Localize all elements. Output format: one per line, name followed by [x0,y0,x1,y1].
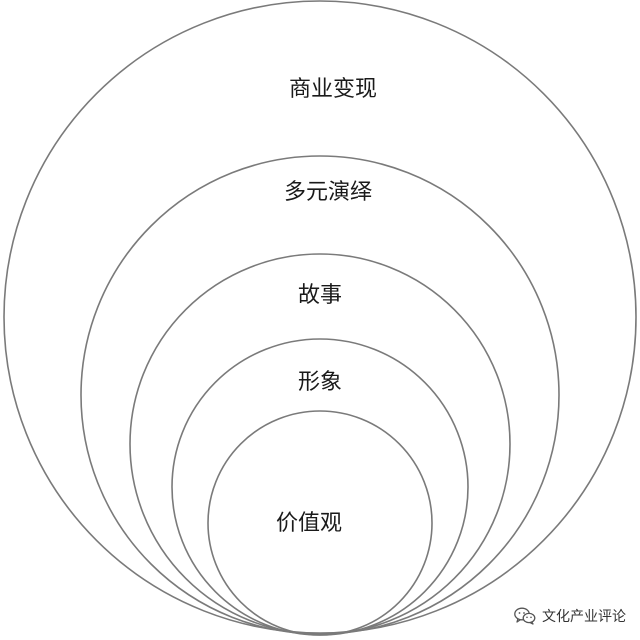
watermark-text: 文化产业评论 [542,609,626,625]
label-image: 形象 [298,370,342,395]
label-values: 价值观 [276,511,342,536]
label-story: 故事 [298,283,342,308]
wechat-icon [514,607,536,625]
ring-story [129,253,511,635]
ring-values [207,410,433,636]
ring-diverse-interpretation [80,155,560,635]
label-diverse-interpretation: 多元演绎 [284,180,372,205]
watermark: 文化产业评论 [514,606,626,626]
label-commercial-monetization: 商业变现 [289,77,377,102]
ring-commercial-monetization [3,0,637,634]
